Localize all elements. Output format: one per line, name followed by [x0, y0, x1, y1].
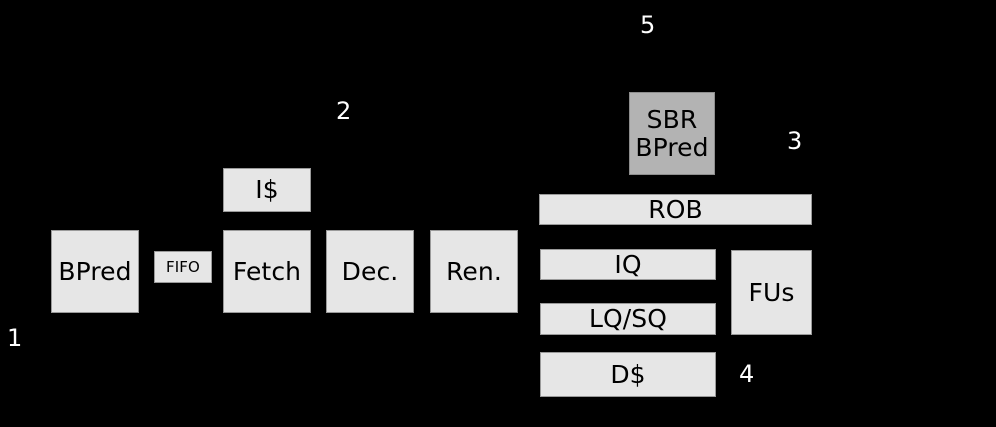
callout-label-2: 2	[336, 97, 352, 125]
block-icache: I$	[223, 168, 311, 212]
block-rename: Ren.	[430, 230, 518, 313]
callout-label-4: 4	[739, 360, 755, 388]
block-dcache: D$	[540, 352, 716, 397]
callout-label-3: 3	[787, 127, 803, 155]
block-fus: FUs	[731, 250, 812, 335]
block-lqsq: LQ/SQ	[540, 303, 716, 335]
block-rob: ROB	[539, 194, 812, 225]
block-fifo: FIFO	[154, 251, 212, 283]
block-decode: Dec.	[326, 230, 414, 313]
block-fetch: Fetch	[223, 230, 311, 313]
block-sbr-bpred: SBR BPred	[629, 92, 715, 175]
callout-label-5: 5	[640, 11, 656, 39]
block-iq: IQ	[540, 249, 716, 280]
callout-label-1: 1	[7, 324, 23, 352]
block-bpred: BPred	[51, 230, 139, 313]
